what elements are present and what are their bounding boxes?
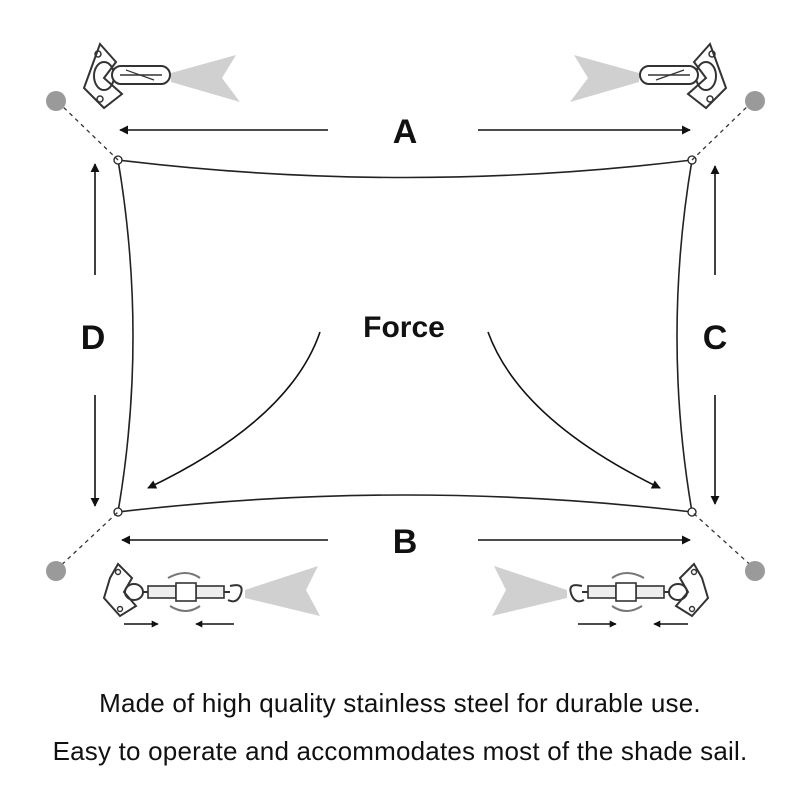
caption-line-2: Easy to operate and accommodates most of… [52,736,748,766]
d-ring-carabiner-icon [570,42,728,110]
d-ring-carabiner-icon [82,42,240,110]
label-side-b: B [393,523,418,561]
tension-line [55,511,119,571]
force-arrow-right [487,331,661,489]
anchor-point-icon [745,561,765,581]
label-force: Force [363,311,445,344]
label-side-d: D [81,319,106,357]
caption-line-1: Made of high quality stainless steel for… [99,688,701,718]
turnbuckle-icon [102,562,320,628]
label-side-a: A [393,113,418,151]
turnbuckle-icon [492,562,710,628]
tension-line [691,511,757,571]
force-arrow-left [147,331,321,489]
label-side-c: C [703,319,728,357]
tension-line [691,101,753,161]
anchor-point-icon [46,91,66,111]
tension-line [57,101,119,161]
anchor-point-icon [745,91,765,111]
anchor-point-icon [46,561,66,581]
